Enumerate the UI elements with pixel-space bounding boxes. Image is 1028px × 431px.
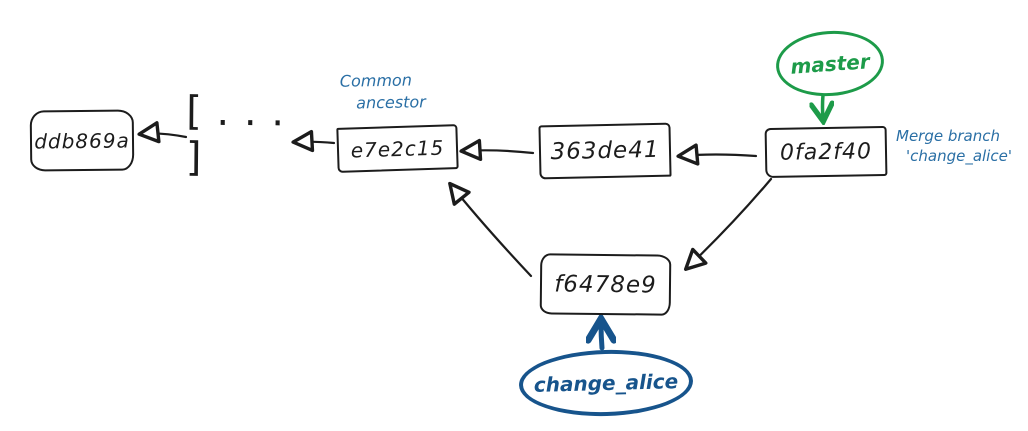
commit-node-e7e2c15: e7e2c15: [336, 124, 459, 173]
commit-hash-label: f6478e9: [554, 270, 657, 299]
branch-badge-change-alice: change_alice: [518, 347, 694, 419]
commit-hash-label: ddb869a: [34, 128, 130, 153]
commit-node-ddb869a: ddb869a: [29, 109, 135, 172]
commit-hash-label: e7e2c15: [350, 135, 445, 162]
edge-0fa2f40-to-f6478e9: [683, 177, 773, 272]
edge-change-alice-to-f6478e9: [601, 323, 602, 351]
annotation-line: 'change_alice': [906, 147, 1012, 166]
edge-363de41-to-e7e2c15: [459, 138, 535, 162]
branch-name-label: master: [789, 48, 871, 79]
branch-name-label: change_alice: [533, 369, 679, 397]
common-ancestor-annotation: Common ancestor: [340, 69, 426, 114]
commit-node-f6478e9: f6478e9: [539, 253, 672, 316]
commit-hash-label: 0fa2f40: [779, 138, 873, 166]
commit-node-363de41: 363de41: [538, 122, 672, 180]
branch-badge-master: master: [773, 27, 887, 100]
commit-node-0fa2f40: 0fa2f40: [764, 125, 888, 179]
annotation-line: Merge branch: [896, 127, 1000, 145]
annotation-line: ancestor: [356, 91, 426, 113]
edge-ellipsis-to-ddb869a: [137, 121, 188, 144]
commit-hash-label: 363de41: [550, 136, 660, 166]
edge-f6478e9-to-e7e2c15: [448, 181, 533, 278]
edge-e7e2c15-to-ellipsis: [291, 129, 336, 153]
merge-branch-annotation: Merge branch 'change_alice': [896, 126, 1012, 167]
ellipsis-label: [ . . . ]: [185, 88, 286, 181]
annotation-line: Common: [339, 70, 413, 91]
edge-0fa2f40-to-363de41: [676, 143, 758, 166]
edge-master-to-0fa2f40: [823, 93, 824, 118]
omitted-commits-ellipsis: [ . . . ]: [186, 89, 289, 181]
